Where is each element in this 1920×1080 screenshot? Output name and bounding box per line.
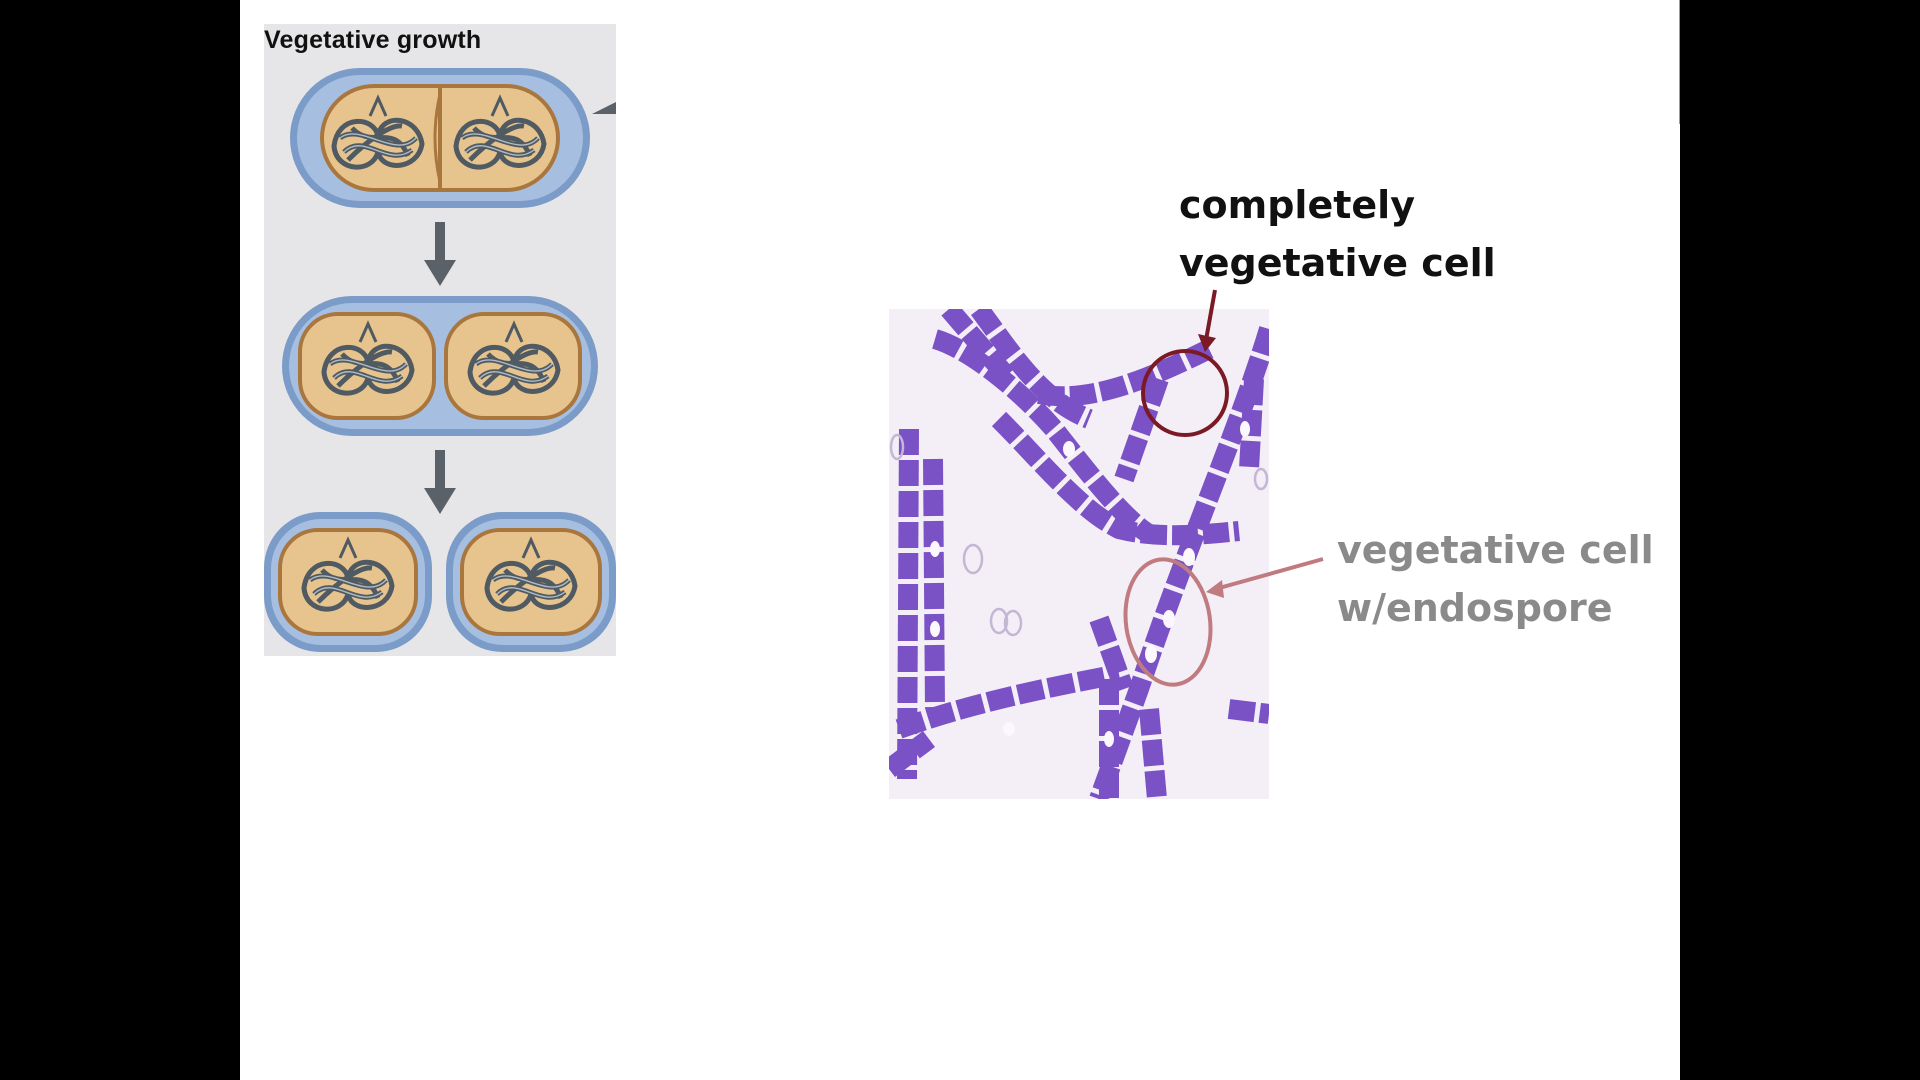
completely-vegetative-cell-label: completely vegetative cell (1179, 176, 1496, 292)
cell-division-diagram (264, 68, 616, 652)
stage-3-separated-cells (264, 512, 616, 652)
label-line-2: vegetative cell (1179, 241, 1496, 285)
stage-1-dividing-cell (290, 68, 590, 208)
stage-2-septum-cell (282, 296, 598, 436)
vegetative-cell-endospore-label: vegetative cell w/endospore (1337, 521, 1654, 637)
recorder-widget: _ × 259 (1679, 0, 1680, 124)
down-arrow-icon (424, 450, 456, 514)
cutoff-arrow-icon (592, 102, 616, 114)
slide-canvas: Vegetative growth (240, 0, 1680, 1080)
label-line-1: vegetative cell (1337, 528, 1654, 572)
vegetative-growth-figure: Vegetative growth (264, 24, 616, 656)
label-line-1: completely (1179, 183, 1415, 227)
label-line-2: w/endospore (1337, 586, 1613, 630)
figure-title: Vegetative growth (264, 26, 482, 54)
bacilli-micrograph-image (889, 309, 1269, 799)
down-arrow-icon (424, 222, 456, 286)
